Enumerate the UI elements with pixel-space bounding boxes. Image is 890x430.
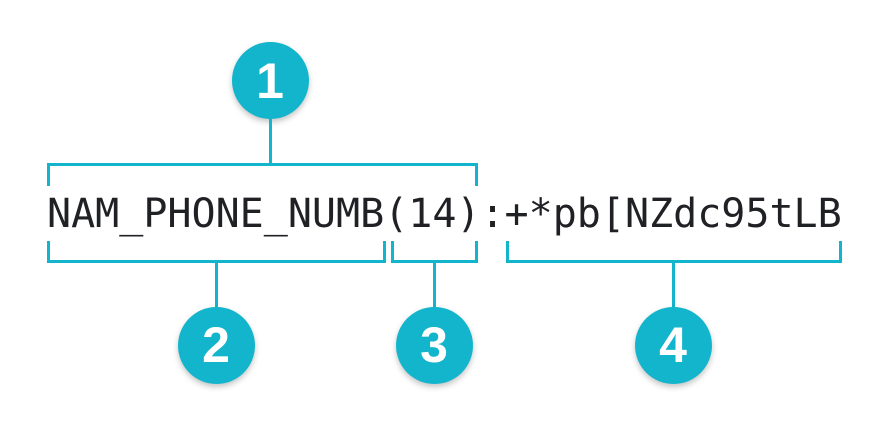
bracket-name-segment [47,241,386,263]
callout-marker-1: 1 [231,42,309,119]
bracket-full-token [47,163,478,186]
callout-connector-1 [268,116,272,165]
bracket-value-segment [506,241,842,263]
callout-marker-3: 3 [395,306,473,384]
callout-connector-3 [432,261,436,308]
token-string: NAM_PHONE_NUMB(14):+*pb[NZdc95tLB [47,191,842,237]
callout-connector-4 [671,261,675,308]
bracket-length-segment [391,241,478,263]
callout-marker-2: 2 [177,306,255,384]
callout-connector-2 [214,261,218,308]
callout-marker-4: 4 [634,306,712,384]
